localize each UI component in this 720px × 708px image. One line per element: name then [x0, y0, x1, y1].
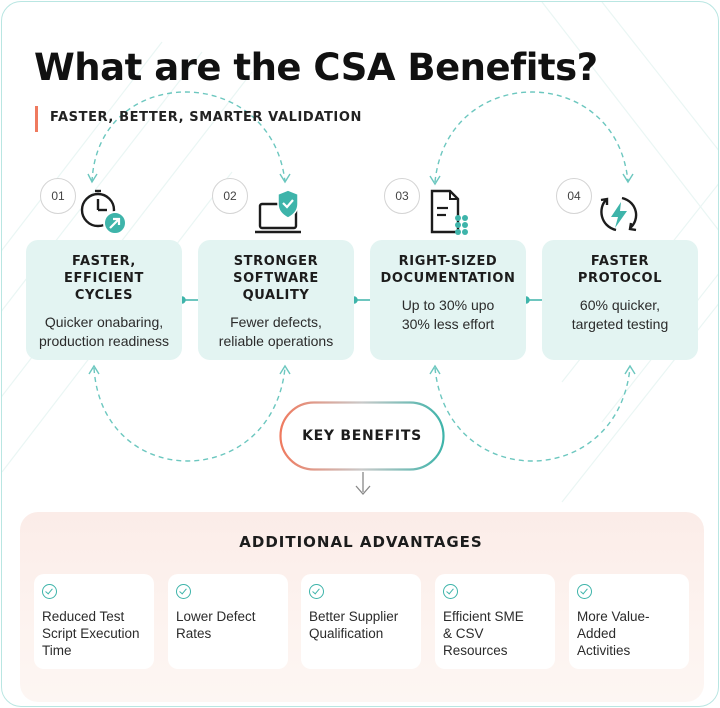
laptop-shield-icon — [255, 189, 301, 234]
card-description: 60% quicker, targeted testing — [571, 297, 669, 332]
advantage-card: Efficient SME & CSV Resources — [435, 574, 555, 669]
card-description: Fewer defects, reliable operations — [218, 314, 334, 349]
benefit-card-documentation: RIGHT-SIZED DOCUMENTATION Up to 30% upo … — [370, 240, 526, 360]
check-circle-icon — [443, 584, 458, 599]
advantage-card: Better Supplier Qualification — [301, 574, 421, 669]
card-title: FASTER, EFFICIENT CYCLES — [64, 254, 144, 303]
advantage-card: Reduced Test Script Execution Time — [34, 574, 154, 669]
benefit-card-software-quality: STRONGER SOFTWARE QUALITY Fewer defects,… — [198, 240, 354, 360]
check-circle-icon — [577, 584, 592, 599]
key-benefits-border — [279, 401, 445, 471]
key-benefits-label: KEY BENEFITS — [302, 428, 422, 444]
card-description: Quicker onabaring, production readiness — [39, 314, 169, 349]
card-title: FASTER PROTOCOL — [577, 254, 663, 286]
advantage-text: Efficient SME & CSV Resources — [443, 609, 524, 658]
step-number-03: 03 — [384, 178, 420, 214]
check-circle-icon — [42, 584, 57, 599]
clock-arrow-icon — [80, 189, 127, 235]
step-number-04: 04 — [556, 178, 592, 214]
card-description: Up to 30% upo 30% less effort — [401, 297, 495, 332]
page-title: What are the CSA Benefits? — [34, 46, 598, 89]
benefit-card-faster-protocol: FASTER PROTOCOL 60% quicker, targeted te… — [542, 240, 698, 360]
additional-advantages-title: ADDITIONAL ADVANTAGES — [239, 533, 483, 551]
advantage-text: Reduced Test Script Execution Time — [42, 609, 140, 658]
advantage-card: More Value- Added Activities — [569, 574, 689, 669]
card-title: RIGHT-SIZED DOCUMENTATION — [380, 254, 516, 286]
page-subtitle: FASTER, BETTER, SMARTER VALIDATION — [50, 110, 363, 125]
advantage-text: Better Supplier Qualification — [309, 609, 399, 641]
advantage-card: Lower Defect Rates — [168, 574, 288, 669]
lightning-cycle-icon — [600, 196, 638, 232]
advantage-text: Lower Defect Rates — [176, 609, 256, 641]
subtitle-accent-bar — [35, 106, 38, 132]
document-icon — [430, 189, 468, 235]
step-number-02: 02 — [212, 178, 248, 214]
advantage-text: More Value- Added Activities — [577, 609, 650, 658]
check-circle-icon — [309, 584, 324, 599]
step-number-01: 01 — [40, 178, 76, 214]
card-title: STRONGER SOFTWARE QUALITY — [233, 254, 319, 303]
benefit-card-faster-cycles: FASTER, EFFICIENT CYCLES Quicker onabari… — [26, 240, 182, 360]
check-circle-icon — [176, 584, 191, 599]
